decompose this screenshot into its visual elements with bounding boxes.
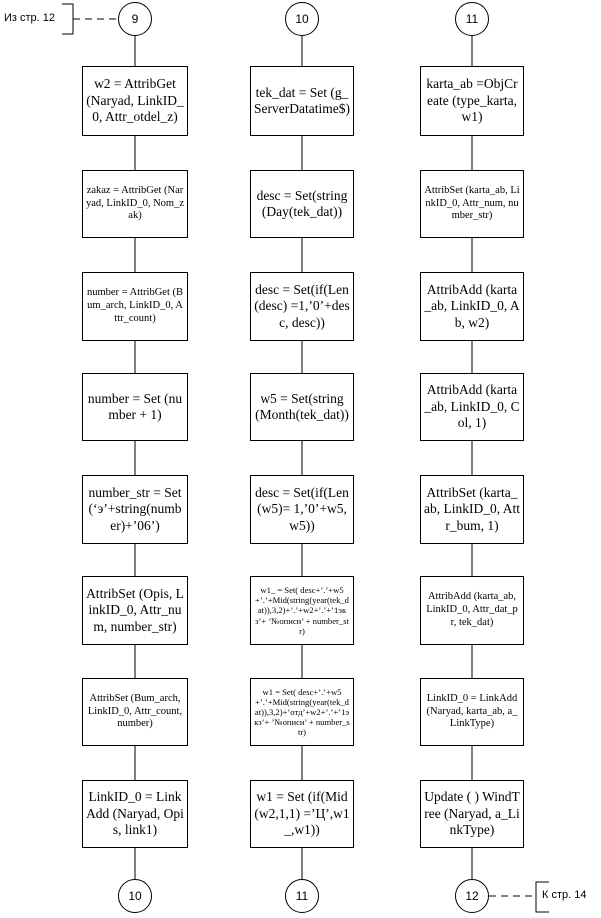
connector-col1-bottom: 10 [118,879,152,913]
process-box: Update ( ) WindTree (Naryad, a_LinkType) [420,780,524,848]
connector-col1-top: 9 [118,2,152,36]
process-box: LinkID_0 = LinkAdd (Naryad, Opis, link1) [82,780,188,848]
process-box: zakaz = AttribGet (Naryad, LinkID_0, Nom… [82,170,188,238]
process-box: desc = Set(if(Len(w5)= 1,’0’+w5, w5)) [250,475,354,544]
process-box: LinkID_0 = LinkAdd (Naryad, karta_ab, a_… [420,678,524,746]
from-page-label: Из стр. 12 [4,12,56,24]
process-box: number = AttribGet (Bum_arch, LinkID_0, … [82,272,188,341]
process-box: AttribAdd (karta_ab, LinkID_0, Col, 1) [420,373,524,441]
connector-col2-bottom: 11 [285,879,319,913]
process-box: AttribSet (Bum_arch, LinkID_0, Attr_coun… [82,678,188,746]
connector-col3-bottom: 12 [455,879,489,913]
process-box: w5 = Set(string(Month(tek_dat)) [250,373,354,441]
process-box: number_str = Set (‘э’+string(number)+’06… [82,475,188,544]
connector-col2-top: 10 [285,2,319,36]
reference-bracket [62,3,74,35]
process-box: tek_dat = Set (g_ServerDatatime$) [250,66,354,136]
process-box: w1 = Set( desc+’.’+w5+’.’+Mid(string(yea… [250,678,354,746]
process-box: AttribSet (karta_ab, LinkID_0, Attr_bum,… [420,475,524,544]
process-box: w1_ = Set( desc+’.’+w5+’.’+Mid(string(ye… [250,576,354,645]
reference-bracket [535,881,549,913]
process-box: AttribSet (Opis, LinkID_0, Attr_num, num… [82,576,188,645]
process-box: w2 = AttribGet (Naryad, LinkID_0, Attr_o… [82,66,188,136]
process-box: desc = Set(if(Len(desc) =1,’0’+desc, des… [250,272,354,341]
process-box: w1 = Set (if(Mid(w2,1,1) =’Ц’,w1_,w1)) [250,780,354,848]
process-box: desc = Set(string(Day(tek_dat)) [250,170,354,238]
connector-col3-top: 11 [455,2,489,36]
to-page-label: К стр. 14 [542,889,587,901]
process-box: AttribSet (karta_ab, LinkID_0, Attr_num,… [420,170,524,238]
process-box: AttribAdd (karta_ab, LinkID_0, Ab, w2) [420,272,524,341]
process-box: karta_ab =ObjCreate (type_karta, w1) [420,66,524,136]
process-box: AttribAdd (karta_ab, LinkID_0, Attr_dat_… [420,576,524,645]
process-box: number = Set (number + 1) [82,373,188,441]
